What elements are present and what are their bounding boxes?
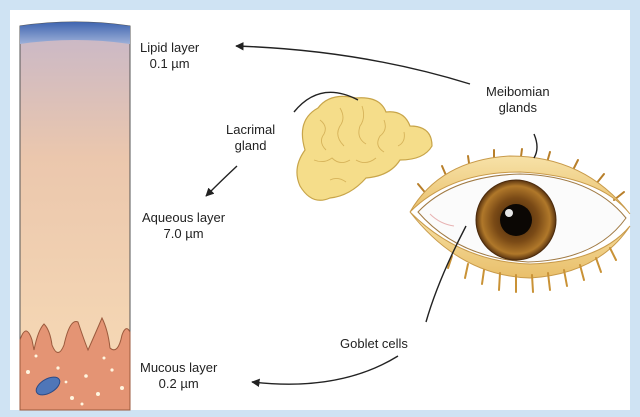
aqueous-layer-name: Aqueous layer (142, 210, 225, 226)
mucous-layer-name: Mucous layer (140, 360, 217, 376)
lacrimal-line2: gland (226, 138, 275, 154)
meibomian-line2: glands (486, 100, 550, 116)
aqueous-layer-label: Aqueous layer 7.0 µm (142, 210, 225, 242)
lacrimal-line1: Lacrimal (226, 122, 275, 138)
lacrimal-gland-label: Lacrimal gland (226, 122, 275, 154)
pupil (500, 204, 532, 236)
eye-illustration (410, 149, 630, 292)
arrow-meibomian-to-eyelid (534, 134, 537, 158)
aqueous-layer-size: 7.0 µm (142, 226, 225, 242)
goblet-cells-name: Goblet cells (340, 336, 408, 352)
tear-film-column (20, 22, 130, 410)
arrow-lacrimal-to-aqueous (206, 166, 237, 196)
goblet-cells-label: Goblet cells (340, 336, 408, 352)
mucous-layer-size: 0.2 µm (140, 376, 217, 392)
arrow-goblet-to-mucous (252, 356, 398, 384)
lipid-layer-size: 0.1 µm (140, 56, 199, 72)
lipid-layer-label: Lipid layer 0.1 µm (140, 40, 199, 72)
meibomian-line1: Meibomian (486, 84, 550, 100)
meibomian-glands-label: Meibomian glands (486, 84, 550, 116)
arrow-meibomian-to-lipid (236, 46, 470, 84)
mucous-layer-label: Mucous layer 0.2 µm (140, 360, 217, 392)
lipid-layer-name: Lipid layer (140, 40, 199, 56)
lacrimal-gland-shape (297, 96, 432, 200)
